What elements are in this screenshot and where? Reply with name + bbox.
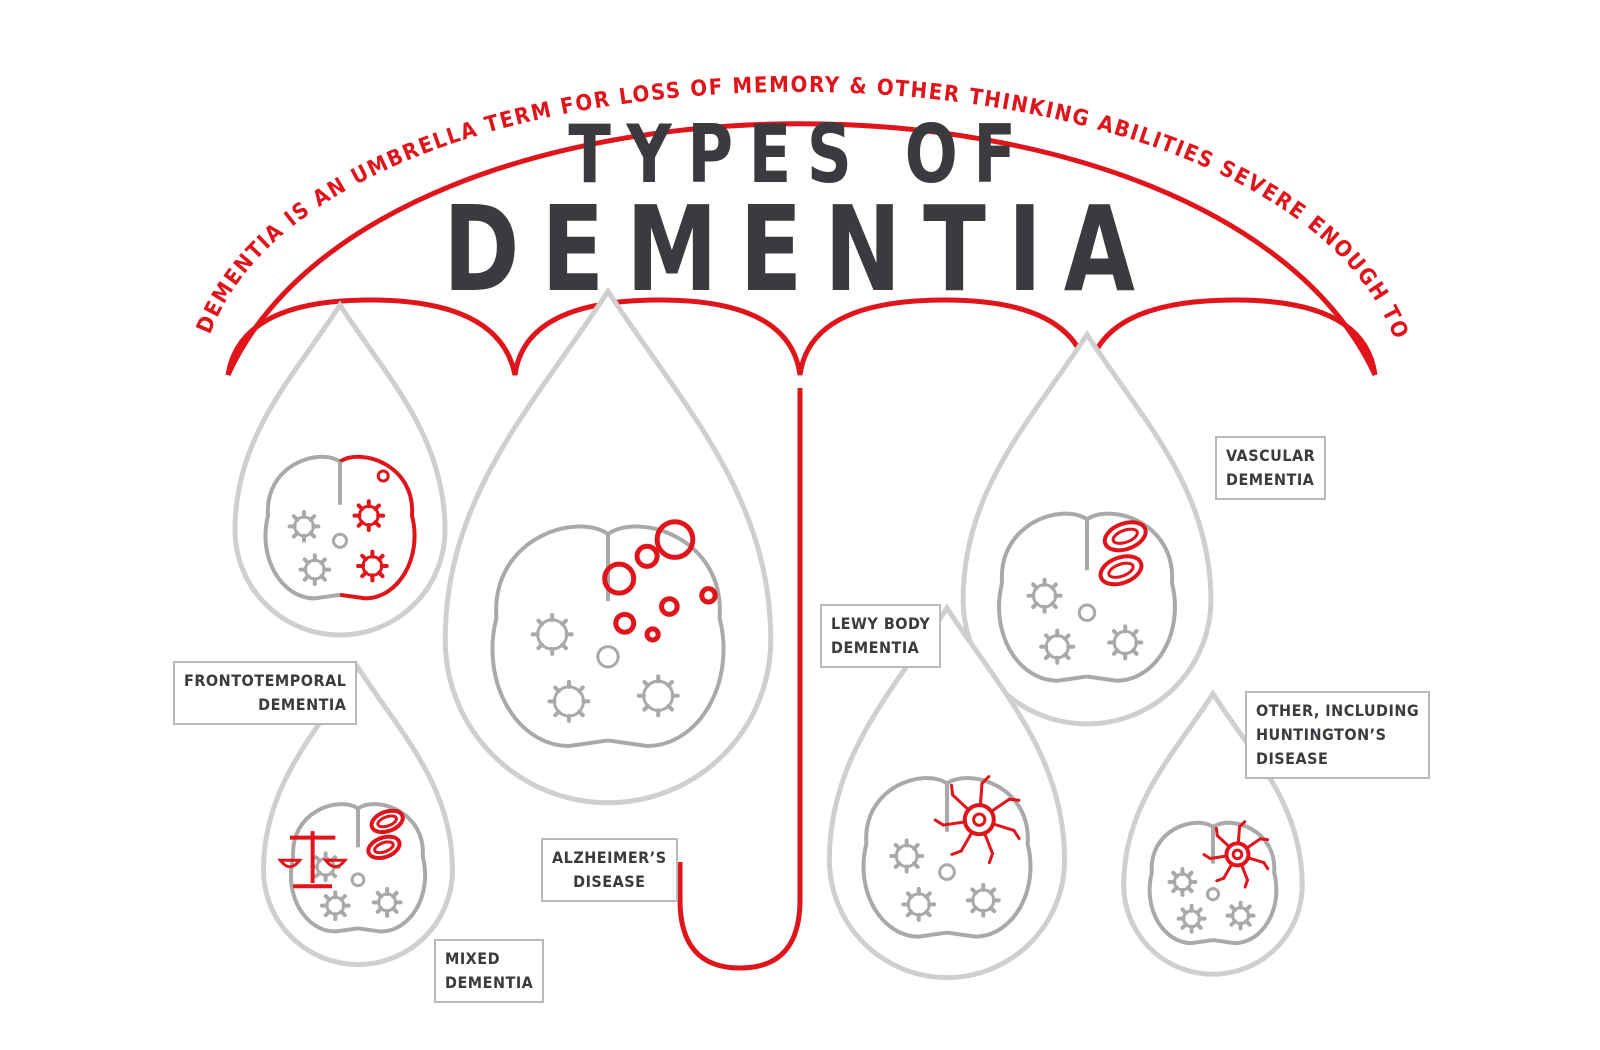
blood-cell-icon [369, 808, 405, 835]
brain-icon [861, 776, 1033, 939]
accent-other [1202, 820, 1270, 889]
label-line: DISEASE [1256, 749, 1329, 768]
label-line: DEMENTIA [258, 695, 347, 714]
gear-icon [1039, 628, 1076, 665]
scales-icon [277, 831, 349, 889]
label-line: DEMENTIA [445, 973, 534, 992]
gear-icon [530, 612, 574, 656]
label-line: LEWY BODY [831, 614, 931, 633]
label-alzheimers: ALZHEIMER’S DISEASE [541, 838, 678, 902]
gear-icon [287, 510, 321, 543]
plaque-icon [634, 543, 660, 569]
label-other: OTHER, INCLUDING HUNTINGTON’S DISEASE [1245, 691, 1431, 779]
label-mixed: MIXED DEMENTIA [434, 939, 545, 1003]
accent-alzheimers [602, 519, 718, 643]
plaque-icon [659, 596, 680, 617]
gear-icon [1225, 900, 1256, 931]
brain-icon [490, 524, 726, 749]
accent-lewy [933, 775, 1021, 865]
title-line-1: TYPES OF [568, 108, 1032, 201]
label-line: HUNTINGTON’S [1256, 725, 1387, 744]
label-vascular: VASCULAR DEMENTIA [1215, 436, 1327, 500]
plaque-icon [602, 561, 637, 596]
dementia-drop-vascular [960, 329, 1214, 727]
label-line: DEMENTIA [1226, 470, 1315, 489]
dementia-drop-alzheimers [442, 286, 774, 806]
plaque-icon [644, 626, 661, 643]
gear-icon [889, 838, 925, 874]
blood-cell-icon [1098, 554, 1144, 587]
gear-icon [547, 679, 591, 723]
gear-icon [1026, 577, 1063, 614]
gear-icon [1107, 624, 1144, 661]
brain-icon [997, 511, 1177, 683]
accent-mixed [277, 808, 405, 889]
dementia-drop-mixed [260, 662, 456, 967]
dementia-drop-frontotemporal [232, 300, 448, 638]
plaque-icon [654, 519, 696, 560]
gear-icon [352, 499, 386, 532]
label-line: FRONTOTEMPORAL [184, 671, 347, 690]
label-line: DISEASE [573, 872, 646, 891]
gear-icon [965, 882, 1001, 918]
brain-icon [263, 454, 417, 601]
label-line: ALZHEIMER’S [552, 848, 667, 867]
gear-icon [371, 886, 403, 918]
label-lewy-body: LEWY BODY DEMENTIA [820, 604, 942, 668]
gear-icon [1167, 866, 1198, 897]
umbrella-canopy [225, 121, 1378, 377]
dementia-drop-lewy [826, 603, 1068, 981]
blood-cell-icon [1102, 520, 1148, 553]
gear-icon [356, 549, 389, 583]
gear-icon [298, 553, 332, 586]
blood-cell-icon [366, 834, 402, 861]
accent-frontotemporal [352, 469, 390, 532]
gear-icon [319, 890, 351, 922]
brain-icon [1147, 820, 1279, 946]
gear-icon [636, 674, 680, 718]
plaque-icon [699, 586, 718, 605]
gear-icon [901, 886, 937, 922]
label-line: OTHER, INCLUDING [1256, 701, 1420, 720]
plaque-icon [613, 611, 637, 635]
title-line-2: DEMENTIA [443, 180, 1157, 318]
accent-vascular [1098, 520, 1148, 587]
neuron-icon [933, 775, 1021, 865]
umbrella-handle [677, 388, 803, 971]
label-line: DEMENTIA [831, 638, 920, 657]
neuron-icon [1202, 820, 1270, 889]
label-line: MIXED [445, 949, 501, 968]
gear-icon [1176, 903, 1207, 934]
label-frontotemporal: FRONTOTEMPORAL DEMENTIA [173, 661, 358, 725]
umbrella-scallops [225, 297, 1378, 376]
label-line: VASCULAR [1226, 446, 1316, 465]
